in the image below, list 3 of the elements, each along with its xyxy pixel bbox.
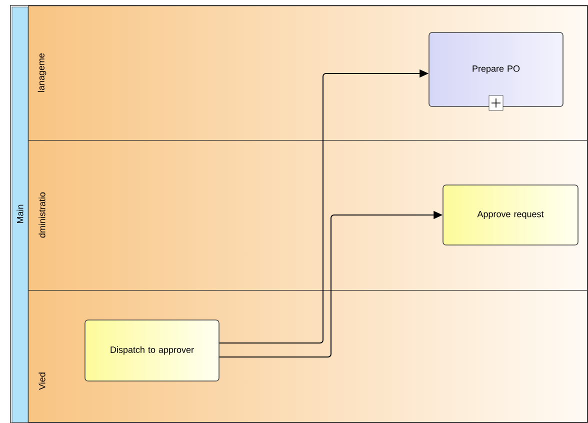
task-box: Approve request [442, 184, 578, 246]
task-box: Prepare PO [428, 32, 564, 111]
task-box: Dispatch to approver [84, 320, 220, 382]
